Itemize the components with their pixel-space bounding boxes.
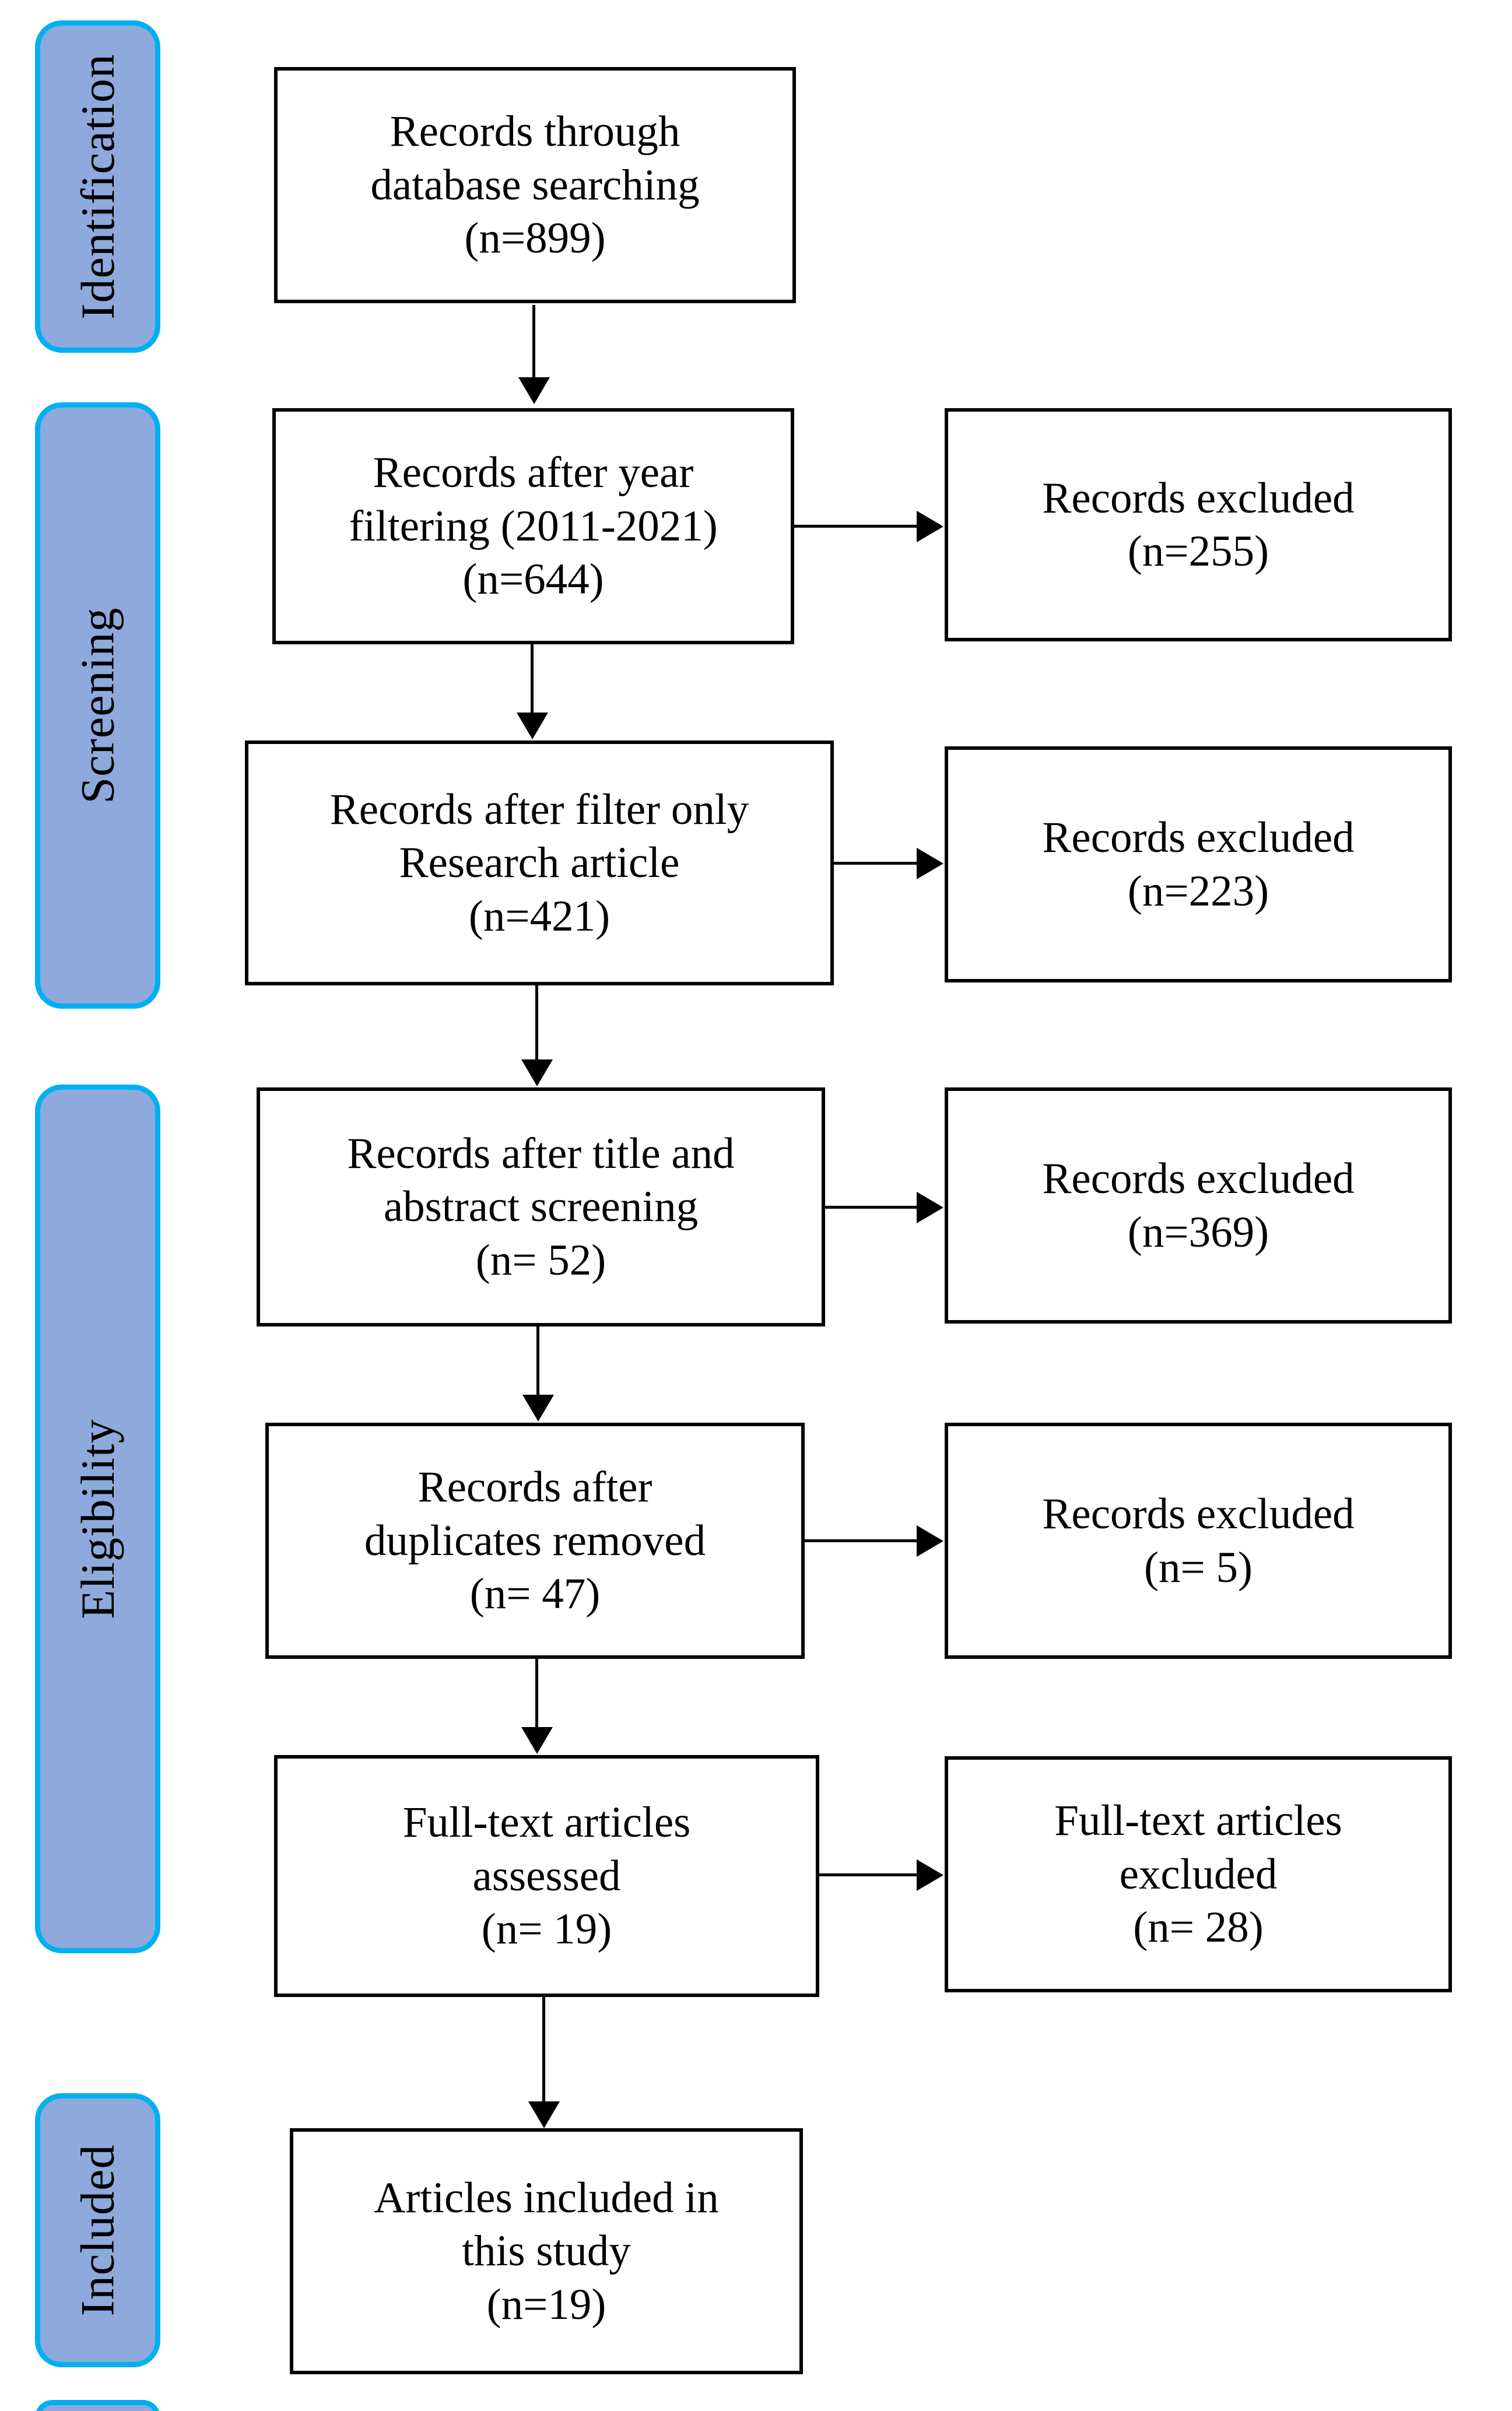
arrow-down-5: [535, 1659, 538, 1727]
box-text-line: filtering (2011-2021): [349, 501, 718, 550]
box-text-line: assessed: [472, 1851, 621, 1900]
arrow-down-2: [531, 644, 534, 713]
box-text-line: (n= 52): [475, 1236, 606, 1285]
stage-label-eligibility: Eligibility: [71, 1419, 124, 1619]
arrow-right-1: [794, 525, 917, 528]
box-records-database-searching: Records through database searching (n=89…: [274, 67, 796, 303]
box-text-line: (n= 28): [1133, 1903, 1264, 1952]
box-records-excluded-2: Records excluded (n=223): [945, 746, 1452, 982]
box-records-duplicates-removed: Records after duplicates removed (n= 47): [265, 1423, 805, 1659]
box-text-line: (n=899): [464, 214, 606, 263]
arrow-right-2: [834, 862, 917, 865]
arrow-right-4: [805, 1539, 917, 1542]
stage-partial-cropped: [35, 2400, 160, 2411]
box-records-title-abstract-screening: Records after title and abstract screeni…: [257, 1087, 825, 1326]
box-text-line: abstract screening: [383, 1182, 699, 1231]
box-text-line: excluded: [1119, 1850, 1278, 1898]
box-records-excluded-1: Records excluded (n=255): [945, 408, 1452, 641]
box-text-line: Records after year: [373, 448, 694, 497]
box-records-excluded-3: Records excluded (n=369): [945, 1087, 1452, 1324]
arrow-down-3: [535, 985, 538, 1059]
box-text-line: (n=255): [1127, 527, 1269, 575]
box-text-line: Records through: [390, 107, 680, 156]
box-text-line: (n=421): [468, 892, 611, 940]
arrow-down-4: [536, 1326, 539, 1395]
box-text-line: (n=19): [486, 2280, 606, 2329]
stage-eligibility: Eligibility: [35, 1085, 160, 1953]
box-text-line: duplicates removed: [364, 1516, 706, 1565]
box-text-line: (n=223): [1127, 866, 1269, 915]
stage-included: Included: [35, 2093, 160, 2367]
box-text-line: Records excluded: [1042, 813, 1355, 862]
box-text-line: Records after: [418, 1463, 652, 1512]
box-text-line: (n= 5): [1144, 1543, 1253, 1592]
box-text-line: Records excluded: [1042, 473, 1355, 522]
stage-screening: Screening: [35, 402, 160, 1009]
box-records-excluded-4: Records excluded (n= 5): [945, 1423, 1452, 1659]
box-text-line: Articles included in: [374, 2173, 719, 2222]
stage-label-screening: Screening: [71, 607, 124, 804]
stage-identification: Identification: [35, 20, 160, 353]
box-text-line: Research article: [399, 838, 680, 887]
arrow-right-3: [825, 1206, 917, 1209]
arrow-right-5: [819, 1873, 917, 1876]
box-fulltext-assessed: Full-text articles assessed (n= 19): [274, 1755, 819, 1997]
box-text-line: Records after filter only: [329, 785, 749, 834]
stage-label-included: Included: [71, 2144, 124, 2317]
box-records-research-article-filter: Records after filter only Research artic…: [245, 741, 834, 985]
box-text-line: (n=369): [1127, 1208, 1269, 1257]
arrow-down-6: [542, 1997, 545, 2101]
box-text-line: Full-text articles: [402, 1798, 691, 1847]
stage-label-identification: Identification: [71, 54, 124, 320]
box-text-line: Full-text articles: [1054, 1796, 1342, 1845]
box-text-line: database searching: [370, 160, 700, 209]
box-fulltext-excluded: Full-text articles excluded (n= 28): [945, 1756, 1452, 1992]
box-records-year-filtering: Records after year filtering (2011-2021)…: [272, 408, 794, 644]
box-text-line: this study: [462, 2227, 631, 2276]
box-text-line: (n=644): [462, 555, 604, 604]
box-articles-included: Articles included in this study (n=19): [290, 2128, 803, 2374]
box-text-line: (n= 19): [481, 1905, 612, 1954]
box-text-line: Records excluded: [1042, 1154, 1355, 1203]
box-text-line: (n= 47): [469, 1570, 601, 1619]
box-text-line: Records excluded: [1042, 1490, 1355, 1538]
box-text-line: Records after title and: [347, 1129, 735, 1178]
arrow-down-1: [532, 305, 535, 377]
